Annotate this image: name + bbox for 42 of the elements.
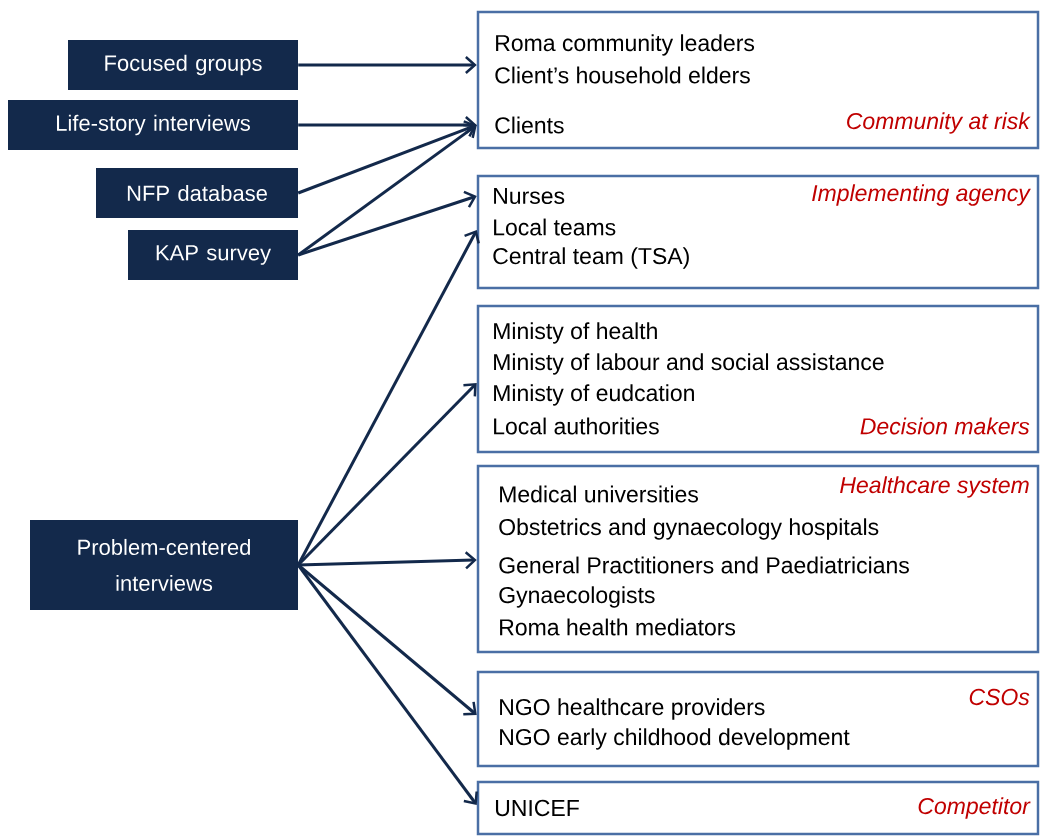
category-label: Competitor [918, 797, 1031, 819]
list-item: Local authorities [494, 417, 659, 435]
arrow [298, 56, 477, 74]
arrow [297, 120, 477, 195]
list-item: Client’s household elders [495, 66, 750, 84]
source-box: NFP database [96, 168, 298, 218]
list-item: Ministy of health [494, 322, 657, 344]
list-item: NGO healthcare providers [500, 698, 765, 720]
list-item: Roma health mediators [500, 618, 736, 636]
list-item: Central team (TSA) [493, 247, 689, 269]
list-item: Ministy of labour and social assistance [494, 353, 884, 375]
list-item: Nurses [494, 188, 565, 204]
category-label: CSOs [969, 688, 1030, 706]
list-item: Local teams [494, 218, 616, 236]
arrow [296, 230, 480, 566]
arrow [297, 563, 477, 716]
group-box [476, 670, 1040, 768]
list-item: Obstetrics and gynaecology hospitals [499, 518, 879, 540]
list-item: Ministy of eudcation [494, 384, 694, 406]
category-label: Healthcare system [840, 476, 1029, 498]
group-box [476, 10, 1040, 150]
group-box [476, 464, 1040, 654]
arrow [298, 551, 477, 570]
list-item: Medical universities [500, 485, 698, 503]
source-box: Problem-centered interviews [30, 520, 298, 610]
group-box [476, 780, 1040, 836]
category-label: Community at risk [847, 112, 1031, 134]
category-label: Implementing agency [812, 184, 1031, 206]
group-box [476, 304, 1040, 454]
source-box: Focused groups [68, 40, 298, 90]
list-item: Roma community leaders [496, 34, 755, 56]
group-box [476, 174, 1040, 290]
list-item: General Practitioners and Paediatricians [499, 556, 909, 574]
source-box: Life-story interviews [8, 100, 298, 150]
list-item: Gynaecologists [499, 586, 655, 608]
list-item: UNICEF [496, 799, 579, 817]
source-box: KAP survey [128, 230, 298, 280]
arrow [297, 190, 477, 257]
category-label: Decision makers [860, 417, 1030, 435]
list-item: Clients [495, 116, 564, 134]
arrow [297, 564, 478, 805]
list-item: NGO early childhood development [500, 728, 850, 750]
